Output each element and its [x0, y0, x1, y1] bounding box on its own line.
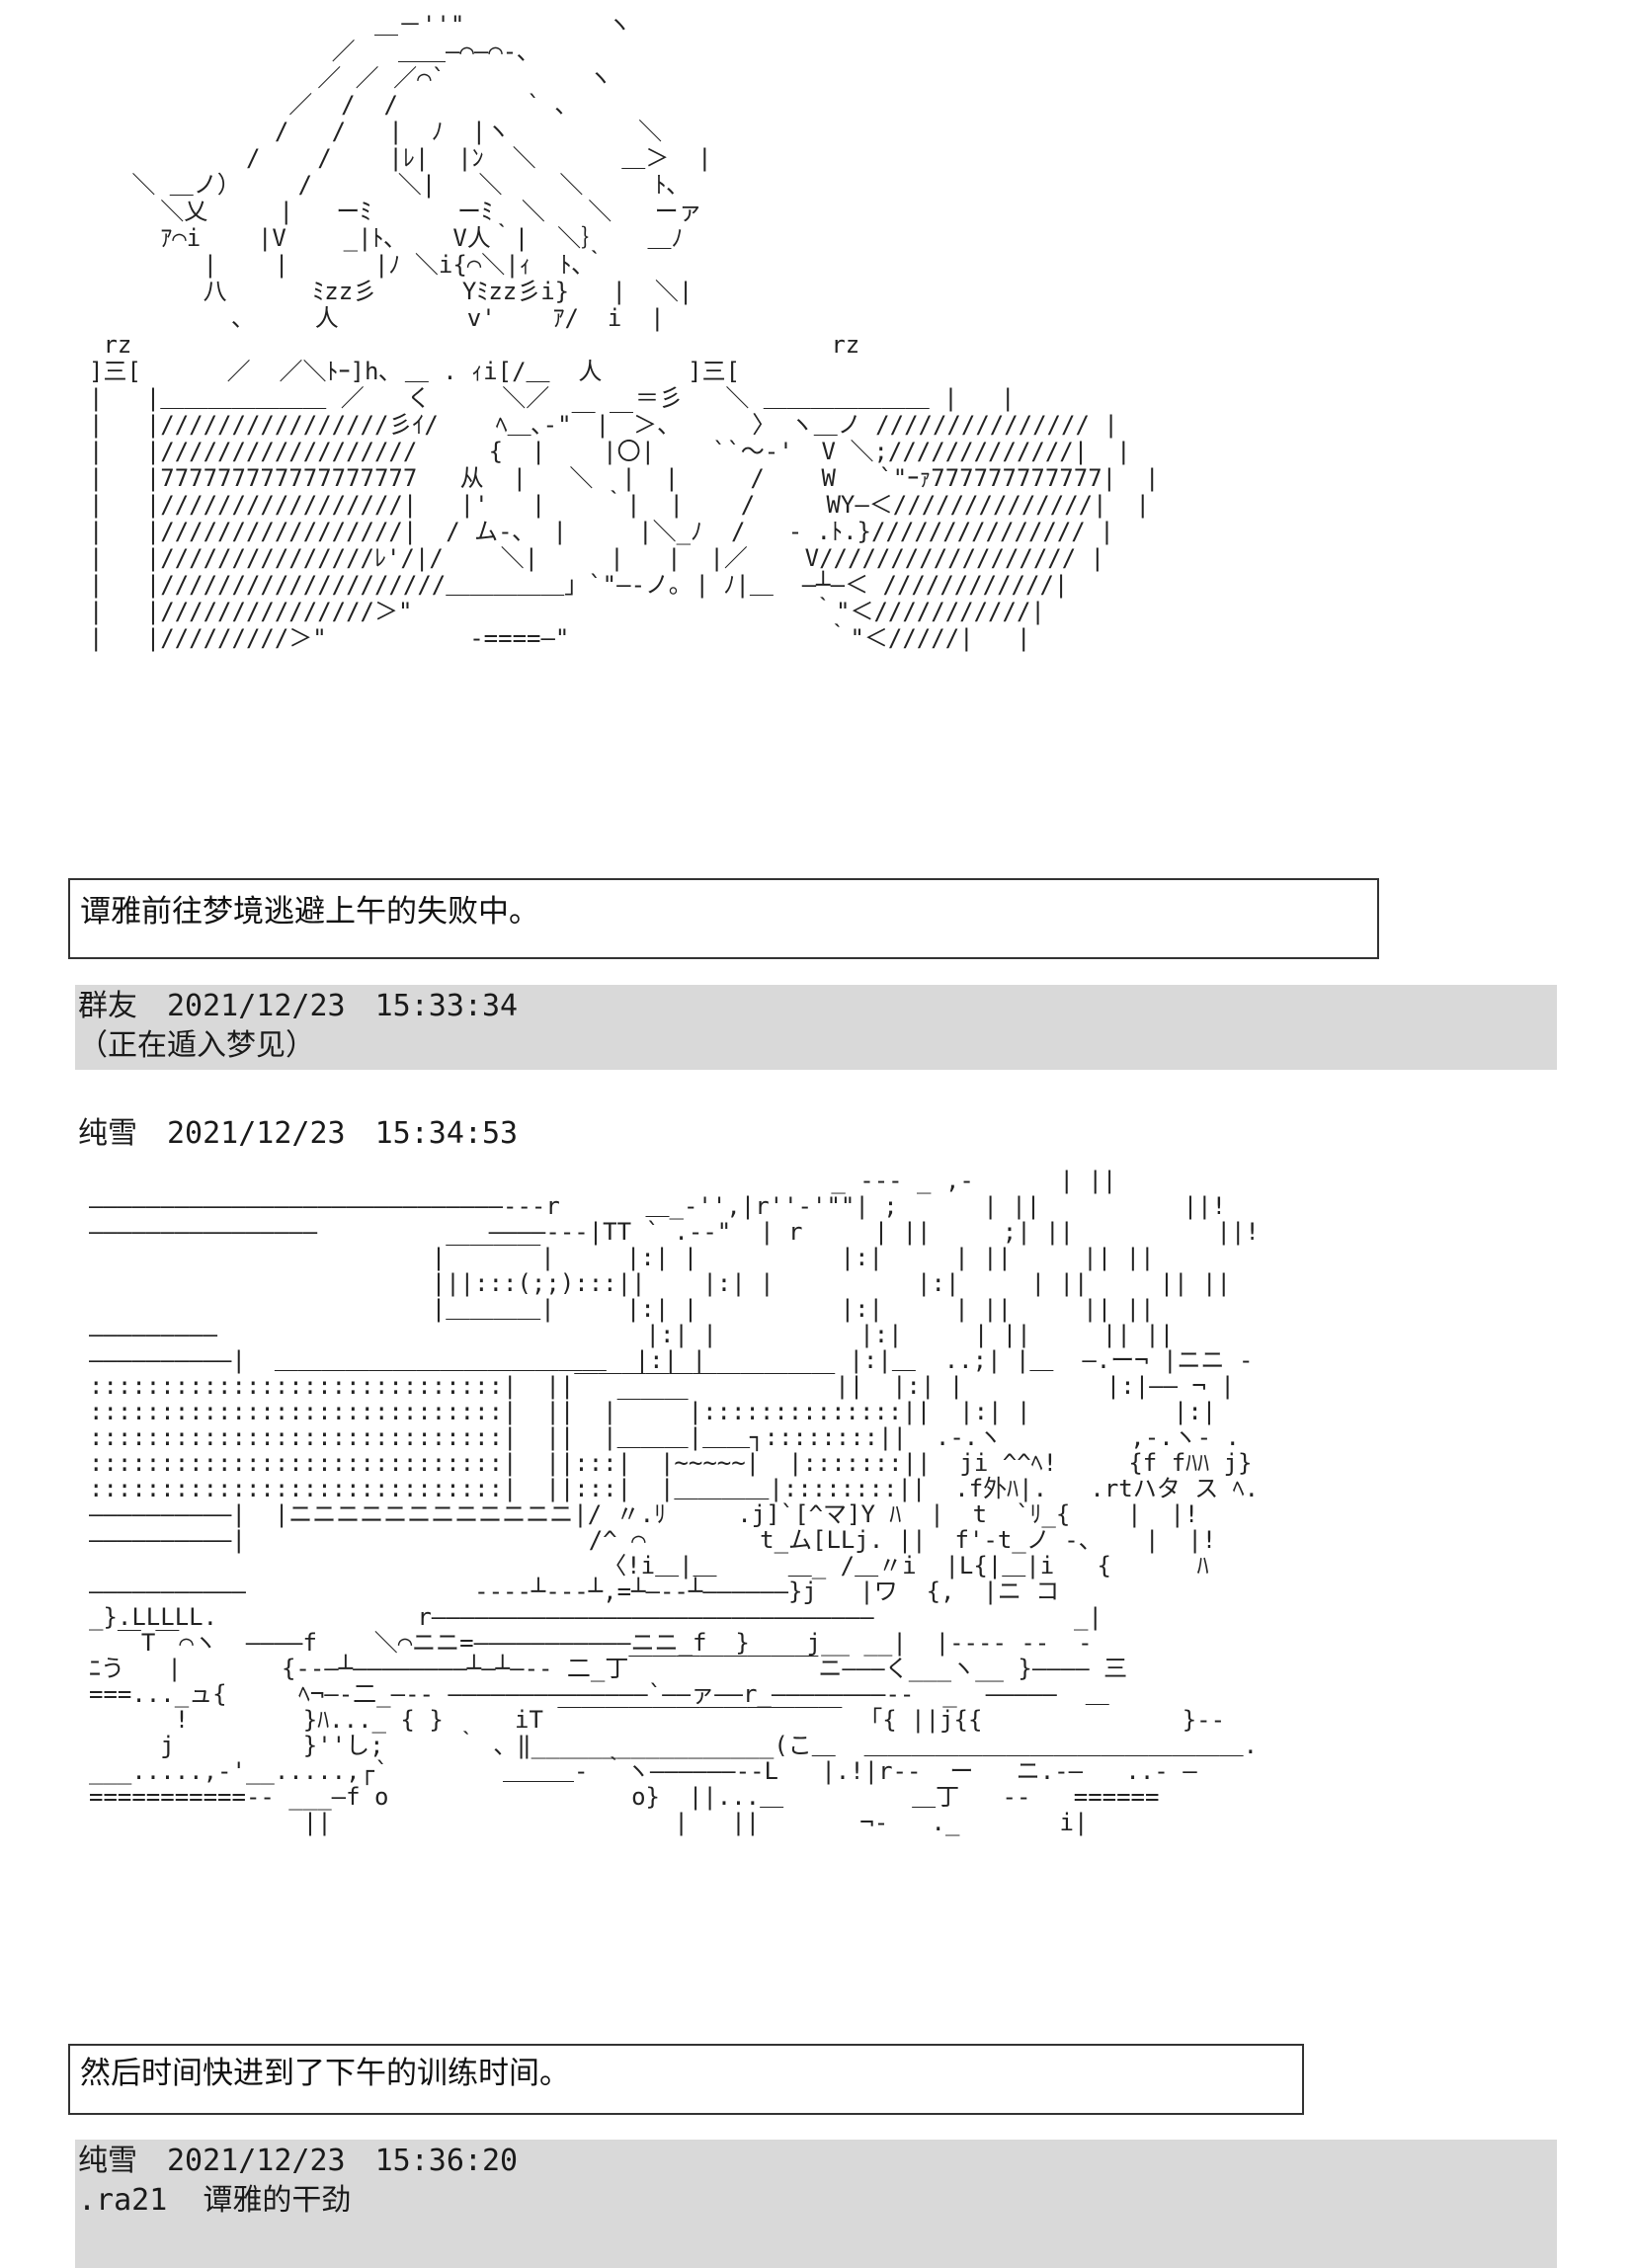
post-author: 纯雪 [78, 2144, 137, 2178]
chat-post: 群友 2021/12/23 15:33:34 （正在遁入梦见） [75, 985, 1557, 1070]
post-date: 2021/12/23 [167, 989, 346, 1023]
post-header: 群友 2021/12/23 15:33:34 [78, 987, 1557, 1026]
narration-box: 谭雅前往梦境逃避上午的失败中。 [68, 878, 1379, 959]
narration-text: 谭雅前往梦境逃避上午的失败中。 [80, 894, 539, 930]
post-date: 2021/12/23 [167, 2144, 346, 2178]
chat-post: 纯雪 2021/12/23 15:34:53 [75, 1114, 767, 1154]
post-author: 纯雪 [78, 1116, 137, 1151]
post-header: 纯雪 2021/12/23 15:36:20 [78, 2142, 1557, 2181]
post-time: 15:34:53 [374, 1116, 519, 1151]
post-header: 纯雪 2021/12/23 15:34:53 [78, 1114, 767, 1154]
post-time: 15:33:34 [374, 989, 519, 1023]
ascii-art-scene-two: _ -‐- _ ,- | || ||! ――――――――――――――――――――… [89, 1168, 1255, 1836]
post-date: 2021/12/23 [167, 1116, 346, 1151]
post-author: 群友 [78, 989, 137, 1023]
ascii-art-scene-one: ＿－''" ヽ ／ ＿＿―⌒―⌒‐､ ／ ／ ／⌒` ヽ ／ / / ` ､ /… [89, 12, 1160, 652]
post-body: （正在遁入梦见） [78, 1028, 315, 1063]
post-body: .ra21 谭雅的干劲 [78, 2183, 352, 2218]
chat-post: 纯雪 2021/12/23 15:36:20 .ra21 谭雅的干劲 [75, 2140, 1557, 2268]
narration-box: 然后时间快进到了下午的训练时间。 [68, 2044, 1304, 2115]
post-time: 15:36:20 [374, 2144, 519, 2178]
narration-text: 然后时间快进到了下午的训练时间。 [80, 2056, 570, 2091]
